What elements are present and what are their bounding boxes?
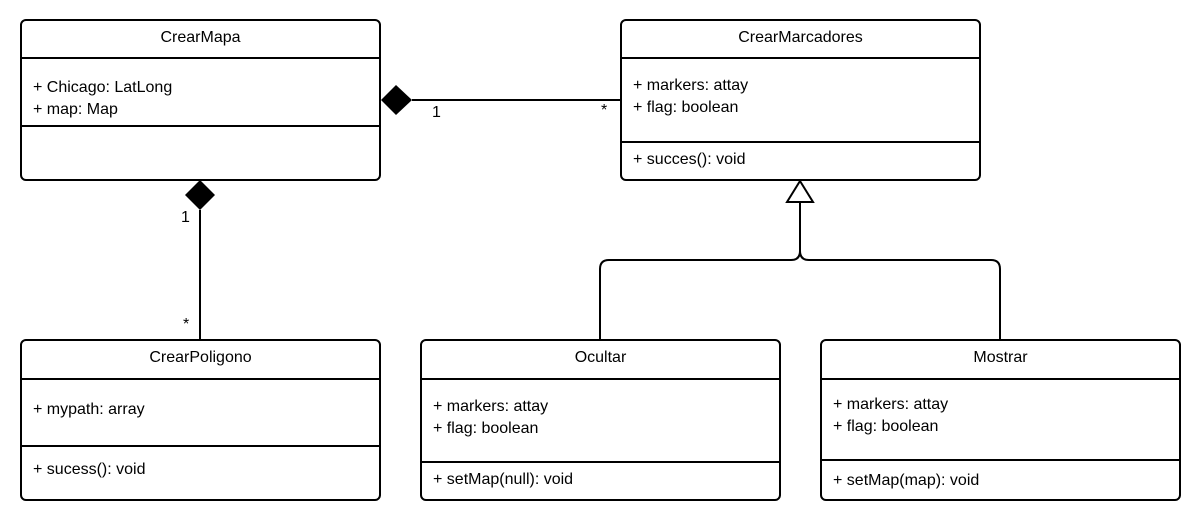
class-ocultar[interactable]: Ocultar + markers: attay + flag: boolean… (420, 339, 781, 501)
class-name: Ocultar (422, 341, 779, 380)
attribute: + markers: attay (633, 77, 749, 94)
class-name: CrearPoligono (22, 341, 379, 380)
class-attributes: + markers: attay + flag: boolean (422, 380, 779, 463)
composition-diamond-mapa-marcadores (381, 85, 412, 115)
attribute: + map: Map (33, 101, 118, 118)
class-operations: + succes(): void (622, 143, 979, 179)
attribute: + flag: boolean (833, 418, 939, 435)
attribute: + flag: boolean (433, 420, 539, 437)
operation: + succes(): void (633, 151, 746, 168)
class-attributes: + markers: attay + flag: boolean (622, 59, 979, 143)
multiplicity-part-mapa-marcadores: * (601, 102, 608, 119)
operation: + sucess(): void (33, 461, 146, 478)
class-operations: + setMap(null): void (422, 463, 779, 499)
operation: + setMap(map): void (833, 472, 980, 489)
class-name: CrearMarcadores (622, 21, 979, 59)
class-crear-mapa[interactable]: CrearMapa + Chicago: LatLong + map: Map (20, 19, 381, 181)
attribute: + markers: attay (833, 396, 949, 413)
class-name: Mostrar (822, 341, 1179, 380)
multiplicity-whole-mapa-poligono: 1 (181, 209, 190, 226)
attribute: + mypath: array (33, 401, 145, 418)
attribute: + markers: attay (433, 398, 549, 415)
class-attributes: + mypath: array (22, 380, 379, 447)
class-attributes: + markers: attay + flag: boolean (822, 380, 1179, 461)
attribute: + Chicago: LatLong (33, 79, 173, 96)
class-name: CrearMapa (22, 21, 379, 59)
class-operations (22, 127, 379, 179)
generalization-stem (599, 202, 801, 339)
class-mostrar[interactable]: Mostrar + markers: attay + flag: boolean… (820, 339, 1181, 501)
class-attributes: + Chicago: LatLong + map: Map (22, 59, 379, 127)
attribute: + flag: boolean (633, 99, 739, 116)
generalization-branch-mostrar (799, 250, 1001, 339)
multiplicity-whole-mapa-marcadores: 1 (432, 104, 441, 121)
class-operations: + setMap(map): void (822, 461, 1179, 499)
operation: + setMap(null): void (433, 471, 574, 488)
class-operations: + sucess(): void (22, 447, 379, 499)
class-crear-marcadores[interactable]: CrearMarcadores + markers: attay + flag:… (620, 19, 981, 181)
multiplicity-part-mapa-poligono: * (183, 316, 190, 333)
class-crear-poligono[interactable]: CrearPoligono + mypath: array + sucess()… (20, 339, 381, 501)
composition-diamond-mapa-poligono (185, 180, 215, 210)
generalization-arrowhead (785, 179, 815, 203)
